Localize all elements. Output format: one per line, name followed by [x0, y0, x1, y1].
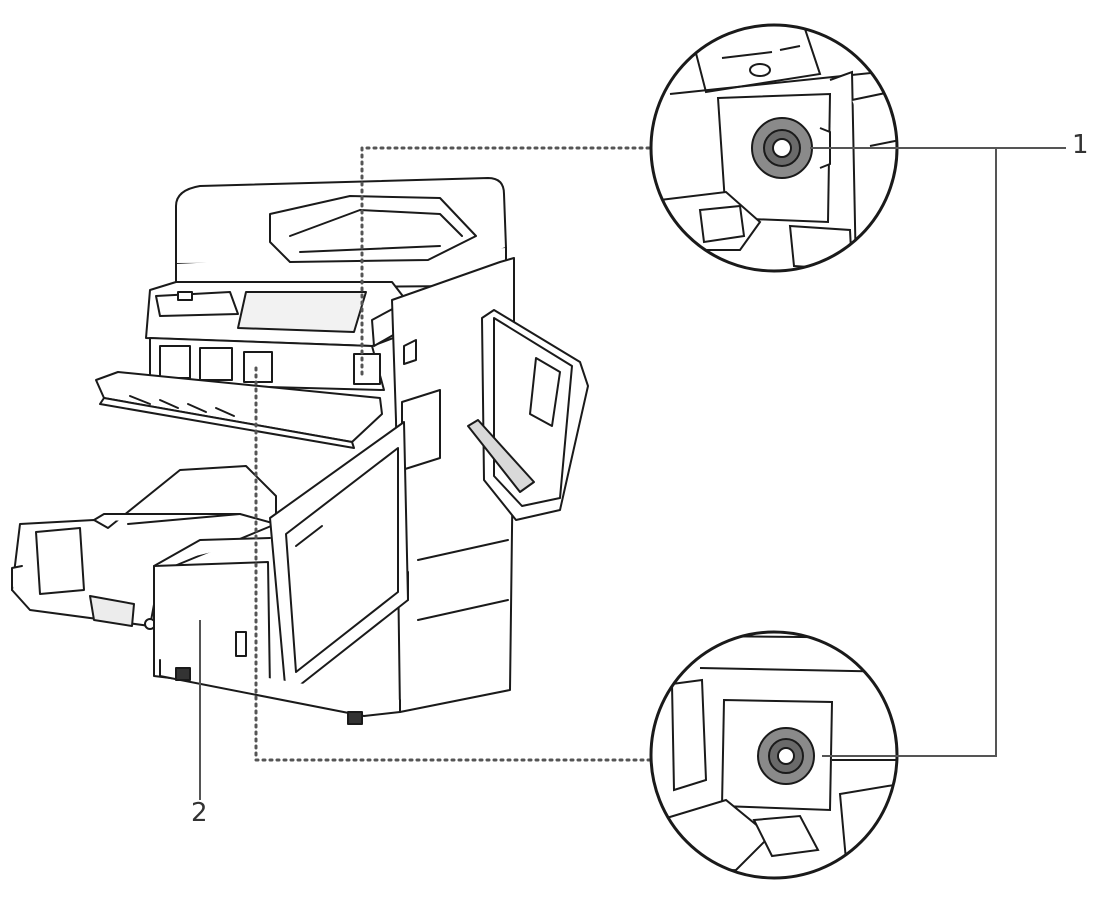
zoom-detail-top — [649, 23, 899, 273]
dotted-guide-bottom — [254, 366, 654, 762]
side-door-open — [467, 309, 589, 521]
dotted-guide-top — [360, 146, 654, 376]
front-cover-flap — [95, 371, 383, 449]
main-body-upper — [149, 337, 385, 391]
document-feeder — [175, 177, 507, 289]
leader-line-1-bracket — [822, 148, 997, 757]
callout-leaders — [199, 147, 1066, 800]
printer-illustration — [11, 177, 589, 725]
base-and-casters — [159, 659, 401, 725]
front-cover-open — [269, 421, 409, 697]
callout-label-2: 2 — [191, 798, 208, 828]
dotted-guides — [254, 146, 654, 762]
callout-label-1: 1 — [1072, 130, 1089, 160]
control-panel — [145, 281, 413, 347]
pulled-out-drawer — [11, 465, 277, 630]
